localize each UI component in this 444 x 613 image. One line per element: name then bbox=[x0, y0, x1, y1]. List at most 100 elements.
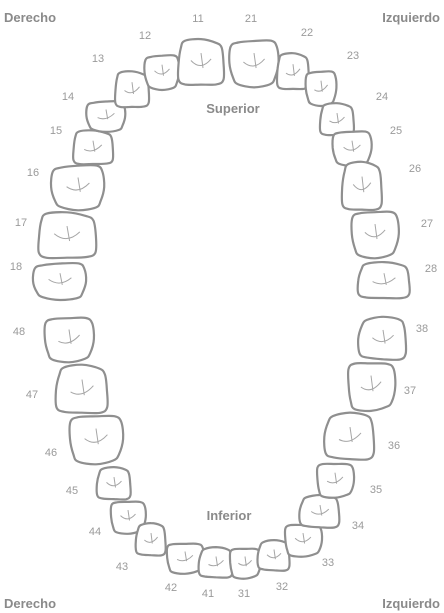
tooth-48-fissure bbox=[58, 329, 80, 344]
tooth-38-fissure bbox=[372, 329, 394, 344]
tooth-number-16: 16 bbox=[27, 167, 39, 179]
tooth-32[interactable] bbox=[256, 538, 291, 572]
tooth-number-14: 14 bbox=[62, 91, 74, 103]
tooth-11-outline bbox=[176, 37, 226, 86]
tooth-33[interactable] bbox=[283, 523, 324, 558]
tooth-42-outline bbox=[165, 542, 206, 575]
tooth-11-fissure bbox=[190, 53, 212, 69]
tooth-42[interactable] bbox=[165, 542, 206, 575]
tooth-24-fissure bbox=[329, 113, 345, 124]
tooth-34[interactable] bbox=[298, 493, 341, 529]
tooth-16-fissure bbox=[66, 177, 90, 192]
tooth-12[interactable] bbox=[143, 54, 181, 92]
tooth-31-fissure bbox=[238, 556, 252, 567]
tooth-21[interactable] bbox=[228, 39, 280, 89]
tooth-18[interactable] bbox=[31, 261, 88, 302]
tooth-47-fissure bbox=[70, 379, 94, 396]
tooth-25-fissure bbox=[343, 140, 361, 152]
tooth-number-17: 17 bbox=[15, 217, 27, 229]
tooth-14-fissure bbox=[97, 109, 115, 120]
tooth-22-fissure bbox=[285, 64, 301, 76]
tooth-number-32: 32 bbox=[276, 581, 288, 593]
tooth-27-fissure bbox=[364, 224, 386, 240]
tooth-27-outline bbox=[350, 210, 400, 260]
tooth-16-outline bbox=[49, 163, 106, 212]
tooth-37[interactable] bbox=[346, 361, 397, 413]
tooth-36-fissure bbox=[338, 427, 362, 443]
tooth-11[interactable] bbox=[176, 37, 226, 86]
top-right-label: Izquierdo bbox=[382, 10, 440, 25]
tooth-number-25: 25 bbox=[390, 125, 402, 137]
tooth-38-outline bbox=[357, 315, 408, 361]
tooth-32-outline bbox=[256, 538, 291, 572]
tooth-47[interactable] bbox=[54, 363, 109, 415]
tooth-13-outline bbox=[113, 70, 151, 109]
tooth-23[interactable] bbox=[304, 70, 338, 108]
tooth-31[interactable] bbox=[228, 547, 262, 580]
tooth-number-35: 35 bbox=[370, 484, 382, 496]
tooth-45-fissure bbox=[106, 477, 122, 488]
tooth-number-23: 23 bbox=[347, 50, 359, 62]
tooth-26[interactable] bbox=[340, 160, 384, 212]
tooth-number-44: 44 bbox=[89, 526, 101, 538]
tooth-number-21: 21 bbox=[245, 13, 257, 25]
tooth-43-fissure bbox=[144, 533, 158, 544]
tooth-number-47: 47 bbox=[26, 389, 38, 401]
tooth-46[interactable] bbox=[68, 414, 125, 466]
tooth-number-34: 34 bbox=[352, 520, 364, 532]
tooth-48[interactable] bbox=[43, 316, 96, 364]
tooth-number-27: 27 bbox=[421, 218, 433, 230]
tooth-number-43: 43 bbox=[116, 561, 128, 573]
tooth-43-outline bbox=[134, 521, 167, 557]
tooth-number-28: 28 bbox=[425, 263, 437, 275]
tooth-24[interactable] bbox=[318, 102, 356, 137]
tooth-27[interactable] bbox=[350, 210, 400, 260]
upper-arch-label: Superior bbox=[206, 101, 259, 116]
tooth-41[interactable] bbox=[197, 545, 234, 579]
tooth-43[interactable] bbox=[134, 521, 167, 557]
tooth-35[interactable] bbox=[315, 462, 356, 499]
tooth-28-fissure bbox=[372, 273, 396, 285]
tooth-47-outline bbox=[54, 363, 109, 415]
tooth-number-13: 13 bbox=[92, 53, 104, 65]
tooth-14[interactable] bbox=[85, 99, 127, 134]
tooth-45[interactable] bbox=[95, 465, 132, 501]
tooth-15[interactable] bbox=[71, 129, 115, 166]
tooth-number-15: 15 bbox=[50, 125, 62, 137]
tooth-number-42: 42 bbox=[165, 582, 177, 594]
tooth-35-outline bbox=[315, 462, 356, 499]
tooth-15-outline bbox=[71, 129, 115, 166]
tooth-36-outline bbox=[323, 411, 376, 461]
tooth-13-fissure bbox=[124, 82, 140, 94]
tooth-22[interactable] bbox=[275, 52, 311, 91]
tooth-25[interactable] bbox=[331, 130, 373, 168]
tooth-38[interactable] bbox=[357, 315, 408, 361]
tooth-21-outline bbox=[228, 39, 280, 89]
tooth-46-fissure bbox=[84, 428, 108, 445]
tooth-22-outline bbox=[275, 52, 311, 91]
tooth-13[interactable] bbox=[113, 70, 151, 109]
tooth-37-outline bbox=[346, 361, 397, 413]
tooth-number-11: 11 bbox=[192, 13, 203, 25]
tooth-45-outline bbox=[95, 465, 132, 501]
bottom-left-label: Derecho bbox=[4, 596, 56, 611]
tooth-number-26: 26 bbox=[409, 163, 421, 175]
tooth-33-fissure bbox=[294, 533, 312, 544]
tooth-36[interactable] bbox=[323, 411, 376, 461]
tooth-17-outline bbox=[37, 211, 98, 260]
tooth-44-fissure bbox=[120, 510, 136, 521]
tooth-number-46: 46 bbox=[45, 447, 57, 459]
tooth-41-outline bbox=[197, 545, 234, 579]
tooth-17[interactable] bbox=[37, 211, 98, 260]
tooth-17-fissure bbox=[53, 226, 81, 242]
tooth-23-fissure bbox=[314, 80, 329, 92]
tooth-26-fissure bbox=[352, 176, 372, 193]
bottom-right-label: Izquierdo bbox=[382, 596, 440, 611]
tooth-16[interactable] bbox=[49, 163, 106, 212]
tooth-number-22: 22 bbox=[301, 27, 313, 39]
tooth-28[interactable] bbox=[356, 260, 411, 300]
tooth-25-outline bbox=[331, 130, 373, 168]
tooth-number-33: 33 bbox=[322, 557, 334, 569]
